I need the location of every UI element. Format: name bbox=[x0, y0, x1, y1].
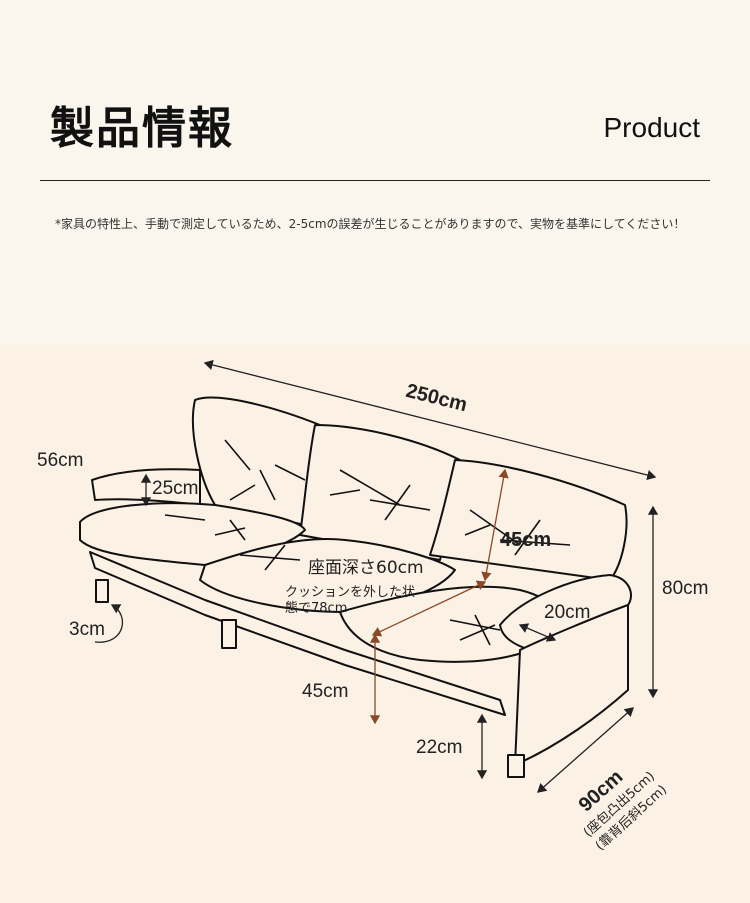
arm-height-label: 56cm bbox=[37, 450, 83, 471]
seat-depth-label: 座面深さ60cm bbox=[308, 558, 424, 578]
leg-tilt-label: 3cm bbox=[69, 619, 105, 640]
seat-note-line2: 態で78cm bbox=[285, 600, 347, 616]
page-subtitle: Product bbox=[603, 112, 701, 143]
total-height-label: 80cm bbox=[662, 578, 708, 599]
back-height-arrow bbox=[481, 468, 509, 582]
measurement-note: *家具の特性上、手動で測定しているため、2-5cmの誤差が生じることがありますの… bbox=[55, 217, 686, 231]
arm-thickness-label: 25cm bbox=[152, 478, 198, 499]
leg-tilt-arrow bbox=[94, 604, 124, 643]
arm-width-arrow bbox=[518, 623, 557, 642]
header-section bbox=[0, 0, 750, 345]
seat-note-line1: クッションを外した状 bbox=[285, 585, 415, 600]
arm-width-label: 20cm bbox=[544, 602, 590, 623]
divider bbox=[40, 180, 710, 181]
depth-arrow bbox=[537, 707, 634, 793]
width-label: 250cm bbox=[404, 380, 470, 416]
width-arrow bbox=[203, 359, 657, 481]
leg-height-label: 22cm bbox=[416, 737, 462, 758]
seat-depth-arrow bbox=[371, 580, 487, 637]
page-title: 製品情報 bbox=[50, 103, 234, 154]
seat-height-label: 45cm bbox=[302, 681, 348, 702]
back-height-label: 45cm bbox=[500, 529, 551, 551]
